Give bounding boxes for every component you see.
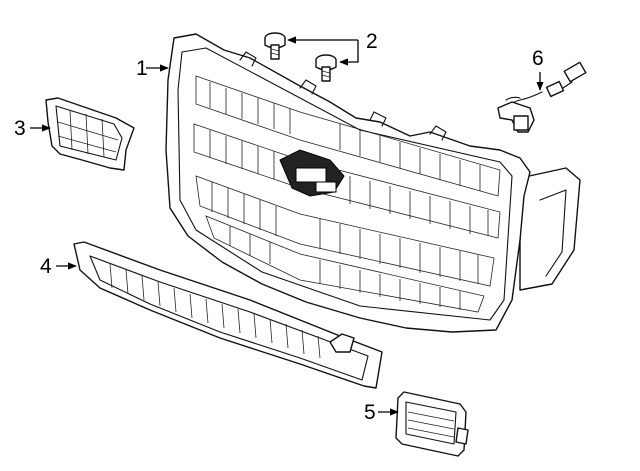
side-insert-part	[395, 391, 469, 457]
callout-2: 2	[366, 30, 378, 53]
callout-4: 4	[40, 255, 52, 278]
callout-1: 1	[136, 57, 148, 80]
grille-main-part	[165, 33, 581, 333]
bolt-part	[264, 32, 337, 82]
emblem-part	[45, 97, 135, 171]
harness-part	[497, 61, 587, 133]
callout-5: 5	[364, 401, 376, 424]
leader-lines	[30, 36, 544, 416]
callout-3: 3	[14, 117, 26, 140]
callout-6: 6	[532, 47, 544, 70]
lower-grille-part	[73, 241, 383, 389]
